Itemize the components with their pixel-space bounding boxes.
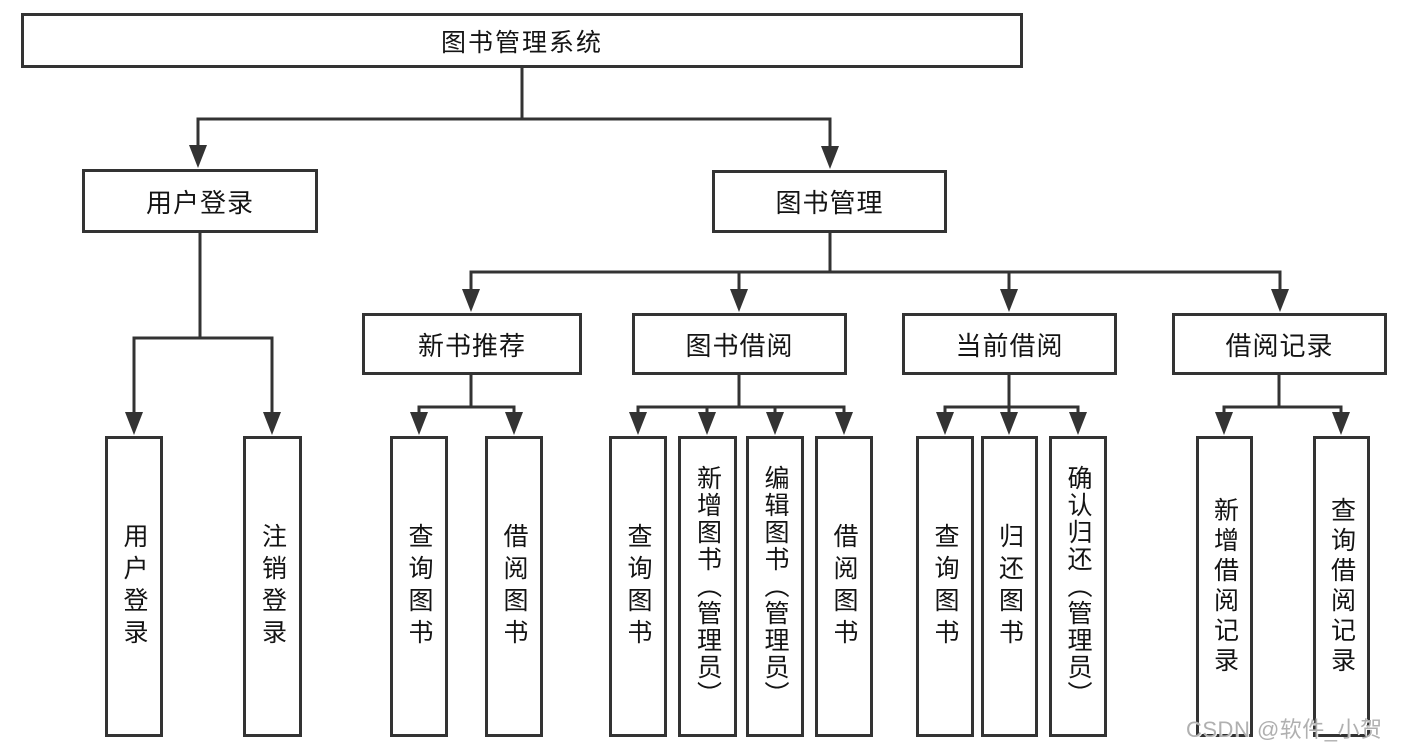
leaf-logout-label: 注销登录 — [258, 522, 287, 651]
node-user-login-label: 用户登录 — [145, 187, 254, 218]
node-book-borrow: 图书借阅 — [632, 313, 847, 375]
connector-currentborrow-to-leaves — [936, 375, 1087, 435]
leaf-current-query-books-label: 查询图书 — [931, 522, 959, 651]
connector-userlogin-to-leaves — [125, 233, 281, 435]
leaf-recommend-borrow-books-label: 借阅图书 — [500, 522, 528, 651]
leaf-current-query-books: 查询图书 — [916, 436, 974, 737]
leaf-user-login: 用户登录 — [105, 436, 163, 737]
leaf-add-books-admin: 新增图书（管理员） — [678, 436, 737, 737]
leaf-logout: 注销登录 — [243, 436, 302, 737]
leaf-edit-books-admin: 编辑图书（管理员） — [746, 436, 804, 737]
node-root-label: 图书管理系统 — [440, 28, 603, 57]
node-book-management-label: 图书管理 — [775, 188, 884, 218]
leaf-return-books-label: 归还图书 — [995, 522, 1024, 651]
leaf-confirm-return-admin: 确认归还（管理员） — [1049, 436, 1107, 737]
node-new-book-recommend-label: 新书推荐 — [417, 330, 526, 361]
connector-records-to-leaves — [1215, 375, 1350, 435]
leaf-add-borrow-record-label: 新增借阅记录 — [1210, 496, 1239, 677]
leaf-return-books: 归还图书 — [981, 436, 1038, 737]
node-current-borrow-label: 当前借阅 — [955, 330, 1064, 361]
node-book-borrow-label: 图书借阅 — [685, 330, 794, 361]
leaf-recommend-query-books: 查询图书 — [390, 436, 448, 737]
connector-bookmgmt-to-level3 — [462, 233, 1289, 312]
leaf-edit-books-admin-label: 编辑图书（管理员） — [761, 465, 789, 708]
leaf-borrow-borrow-books-label: 借阅图书 — [830, 522, 858, 651]
node-borrow-records-label: 借阅记录 — [1225, 330, 1334, 361]
leaf-borrow-borrow-books: 借阅图书 — [815, 436, 873, 737]
leaf-add-books-admin-label: 新增图书（管理员） — [693, 465, 722, 708]
connector-recommend-to-leaves — [410, 375, 523, 435]
node-current-borrow: 当前借阅 — [902, 313, 1117, 375]
node-new-book-recommend: 新书推荐 — [362, 313, 582, 375]
node-book-management: 图书管理 — [712, 170, 947, 233]
connector-bookborrow-to-leaves — [629, 375, 853, 435]
node-borrow-records: 借阅记录 — [1172, 313, 1387, 375]
leaf-recommend-borrow-books: 借阅图书 — [485, 436, 543, 737]
leaf-user-login-label: 用户登录 — [120, 522, 148, 651]
csdn-watermark: CSDN @软件_小贺同学 — [1186, 717, 1383, 742]
node-user-login: 用户登录 — [82, 169, 318, 233]
connector-root-to-level2 — [189, 66, 839, 169]
leaf-recommend-query-books-label: 查询图书 — [405, 522, 433, 651]
leaf-query-borrow-record-label: 查询借阅记录 — [1327, 496, 1356, 677]
leaf-borrow-query-books-label: 查询图书 — [624, 522, 652, 651]
leaf-confirm-return-admin-label: 确认归还（管理员） — [1064, 465, 1092, 708]
leaf-add-borrow-record: 新增借阅记录 — [1196, 436, 1253, 737]
leaf-query-borrow-record: 查询借阅记录 — [1313, 436, 1370, 737]
node-root: 图书管理系统 — [21, 13, 1023, 68]
leaf-borrow-query-books: 查询图书 — [609, 436, 667, 737]
